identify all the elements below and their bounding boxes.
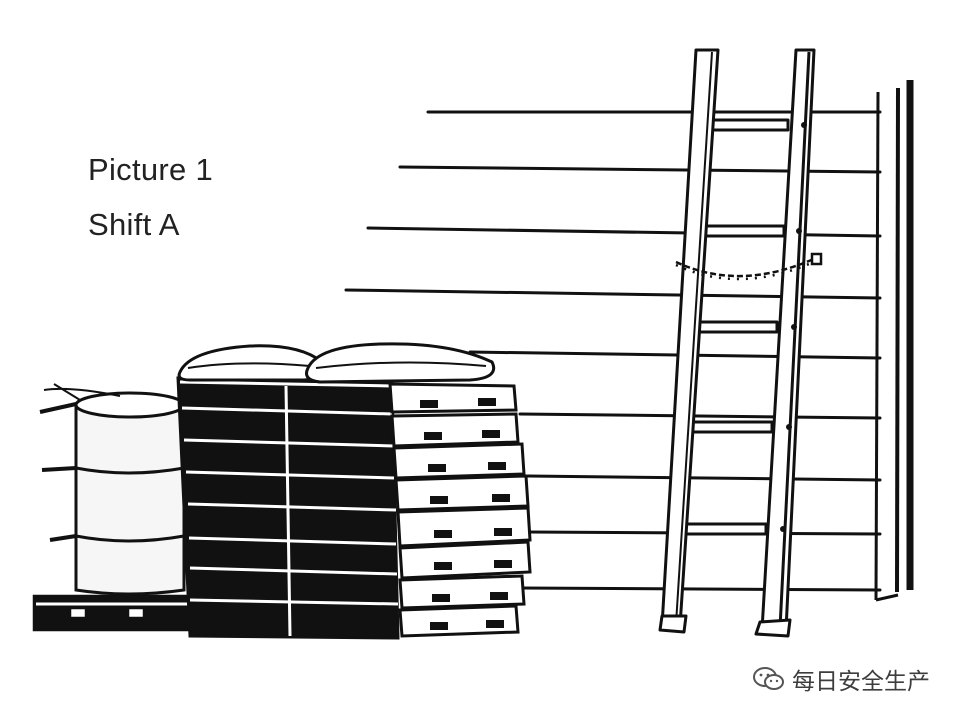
watermark-text: 每日安全生产 bbox=[792, 669, 930, 695]
shift-label: Shift A bbox=[88, 207, 180, 242]
wall-corner-post bbox=[874, 80, 914, 602]
oil-drum bbox=[39, 383, 186, 596]
pallet-stack-front-boards bbox=[388, 382, 532, 638]
ladder-rivets bbox=[780, 122, 807, 532]
ladder-chain bbox=[675, 252, 823, 281]
floor-pallet bbox=[32, 594, 196, 632]
wall-siding bbox=[344, 110, 882, 592]
picture-title: Picture 1 bbox=[88, 152, 214, 187]
ladder-feet bbox=[658, 614, 792, 638]
wechat-icon bbox=[753, 667, 784, 690]
pallet-stack bbox=[176, 376, 532, 640]
ladder-left-rail bbox=[660, 48, 720, 628]
ladder bbox=[658, 48, 816, 638]
sacks bbox=[177, 342, 496, 384]
watermark: 每日安全生产 bbox=[752, 662, 930, 696]
pallet-stack-board-lines bbox=[179, 380, 399, 637]
pallet-stack-slots bbox=[420, 398, 512, 630]
